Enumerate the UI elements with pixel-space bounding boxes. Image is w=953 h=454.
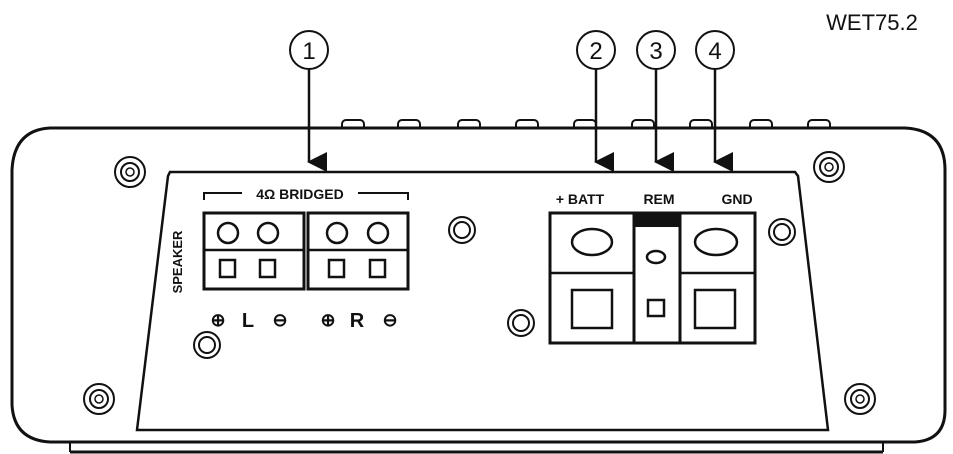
rem-screw — [645, 249, 667, 265]
screw-power-left — [507, 309, 535, 337]
speaker-section: 4Ω BRIDGED SPEAKER ⊕ L ⊖ ⊕ R ⊖ — [170, 183, 410, 332]
gnd-label: GND — [721, 191, 752, 207]
right-plus-symbol: ⊕ — [320, 310, 335, 330]
batt-socket — [570, 288, 614, 330]
right-minus-symbol: ⊖ — [382, 310, 397, 330]
speaker-terminal-left — [202, 211, 306, 291]
callout-2: 2 — [576, 30, 616, 172]
screw-bottom-right — [844, 383, 876, 415]
right-channel-label: R — [350, 310, 365, 332]
screw-top-right — [813, 151, 845, 183]
svg-text:1: 1 — [302, 38, 315, 65]
figure-id: WET75.2 — [826, 10, 918, 35]
screw-plate-left — [193, 331, 221, 359]
screw-power-right — [768, 218, 796, 246]
screw-bottom-left — [83, 383, 115, 415]
speaker-side-label: SPEAKER — [170, 230, 185, 293]
left-channel-label: L — [242, 310, 254, 332]
rem-socket — [646, 298, 666, 318]
left-plus-symbol: ⊕ — [210, 310, 225, 330]
callout-4: 4 — [695, 30, 735, 172]
rem-label: REM — [643, 191, 674, 207]
callout-3: 3 — [636, 30, 676, 172]
screw-top-left — [114, 156, 146, 188]
power-terminal-block — [548, 211, 757, 345]
screw-plate-center — [448, 216, 476, 244]
callout-1: 1 — [289, 30, 329, 172]
svg-text:2: 2 — [589, 38, 602, 65]
batt-screw — [570, 227, 614, 257]
svg-text:4: 4 — [708, 38, 721, 65]
left-minus-symbol: ⊖ — [272, 310, 287, 330]
gnd-socket — [693, 288, 737, 330]
power-section: + BATT REM GND — [548, 191, 757, 345]
svg-text:3: 3 — [649, 38, 662, 65]
bridged-label: 4Ω BRIDGED — [256, 186, 343, 202]
gnd-screw — [693, 227, 739, 257]
speaker-terminal-right — [306, 211, 410, 291]
batt-label: + BATT — [556, 191, 605, 207]
